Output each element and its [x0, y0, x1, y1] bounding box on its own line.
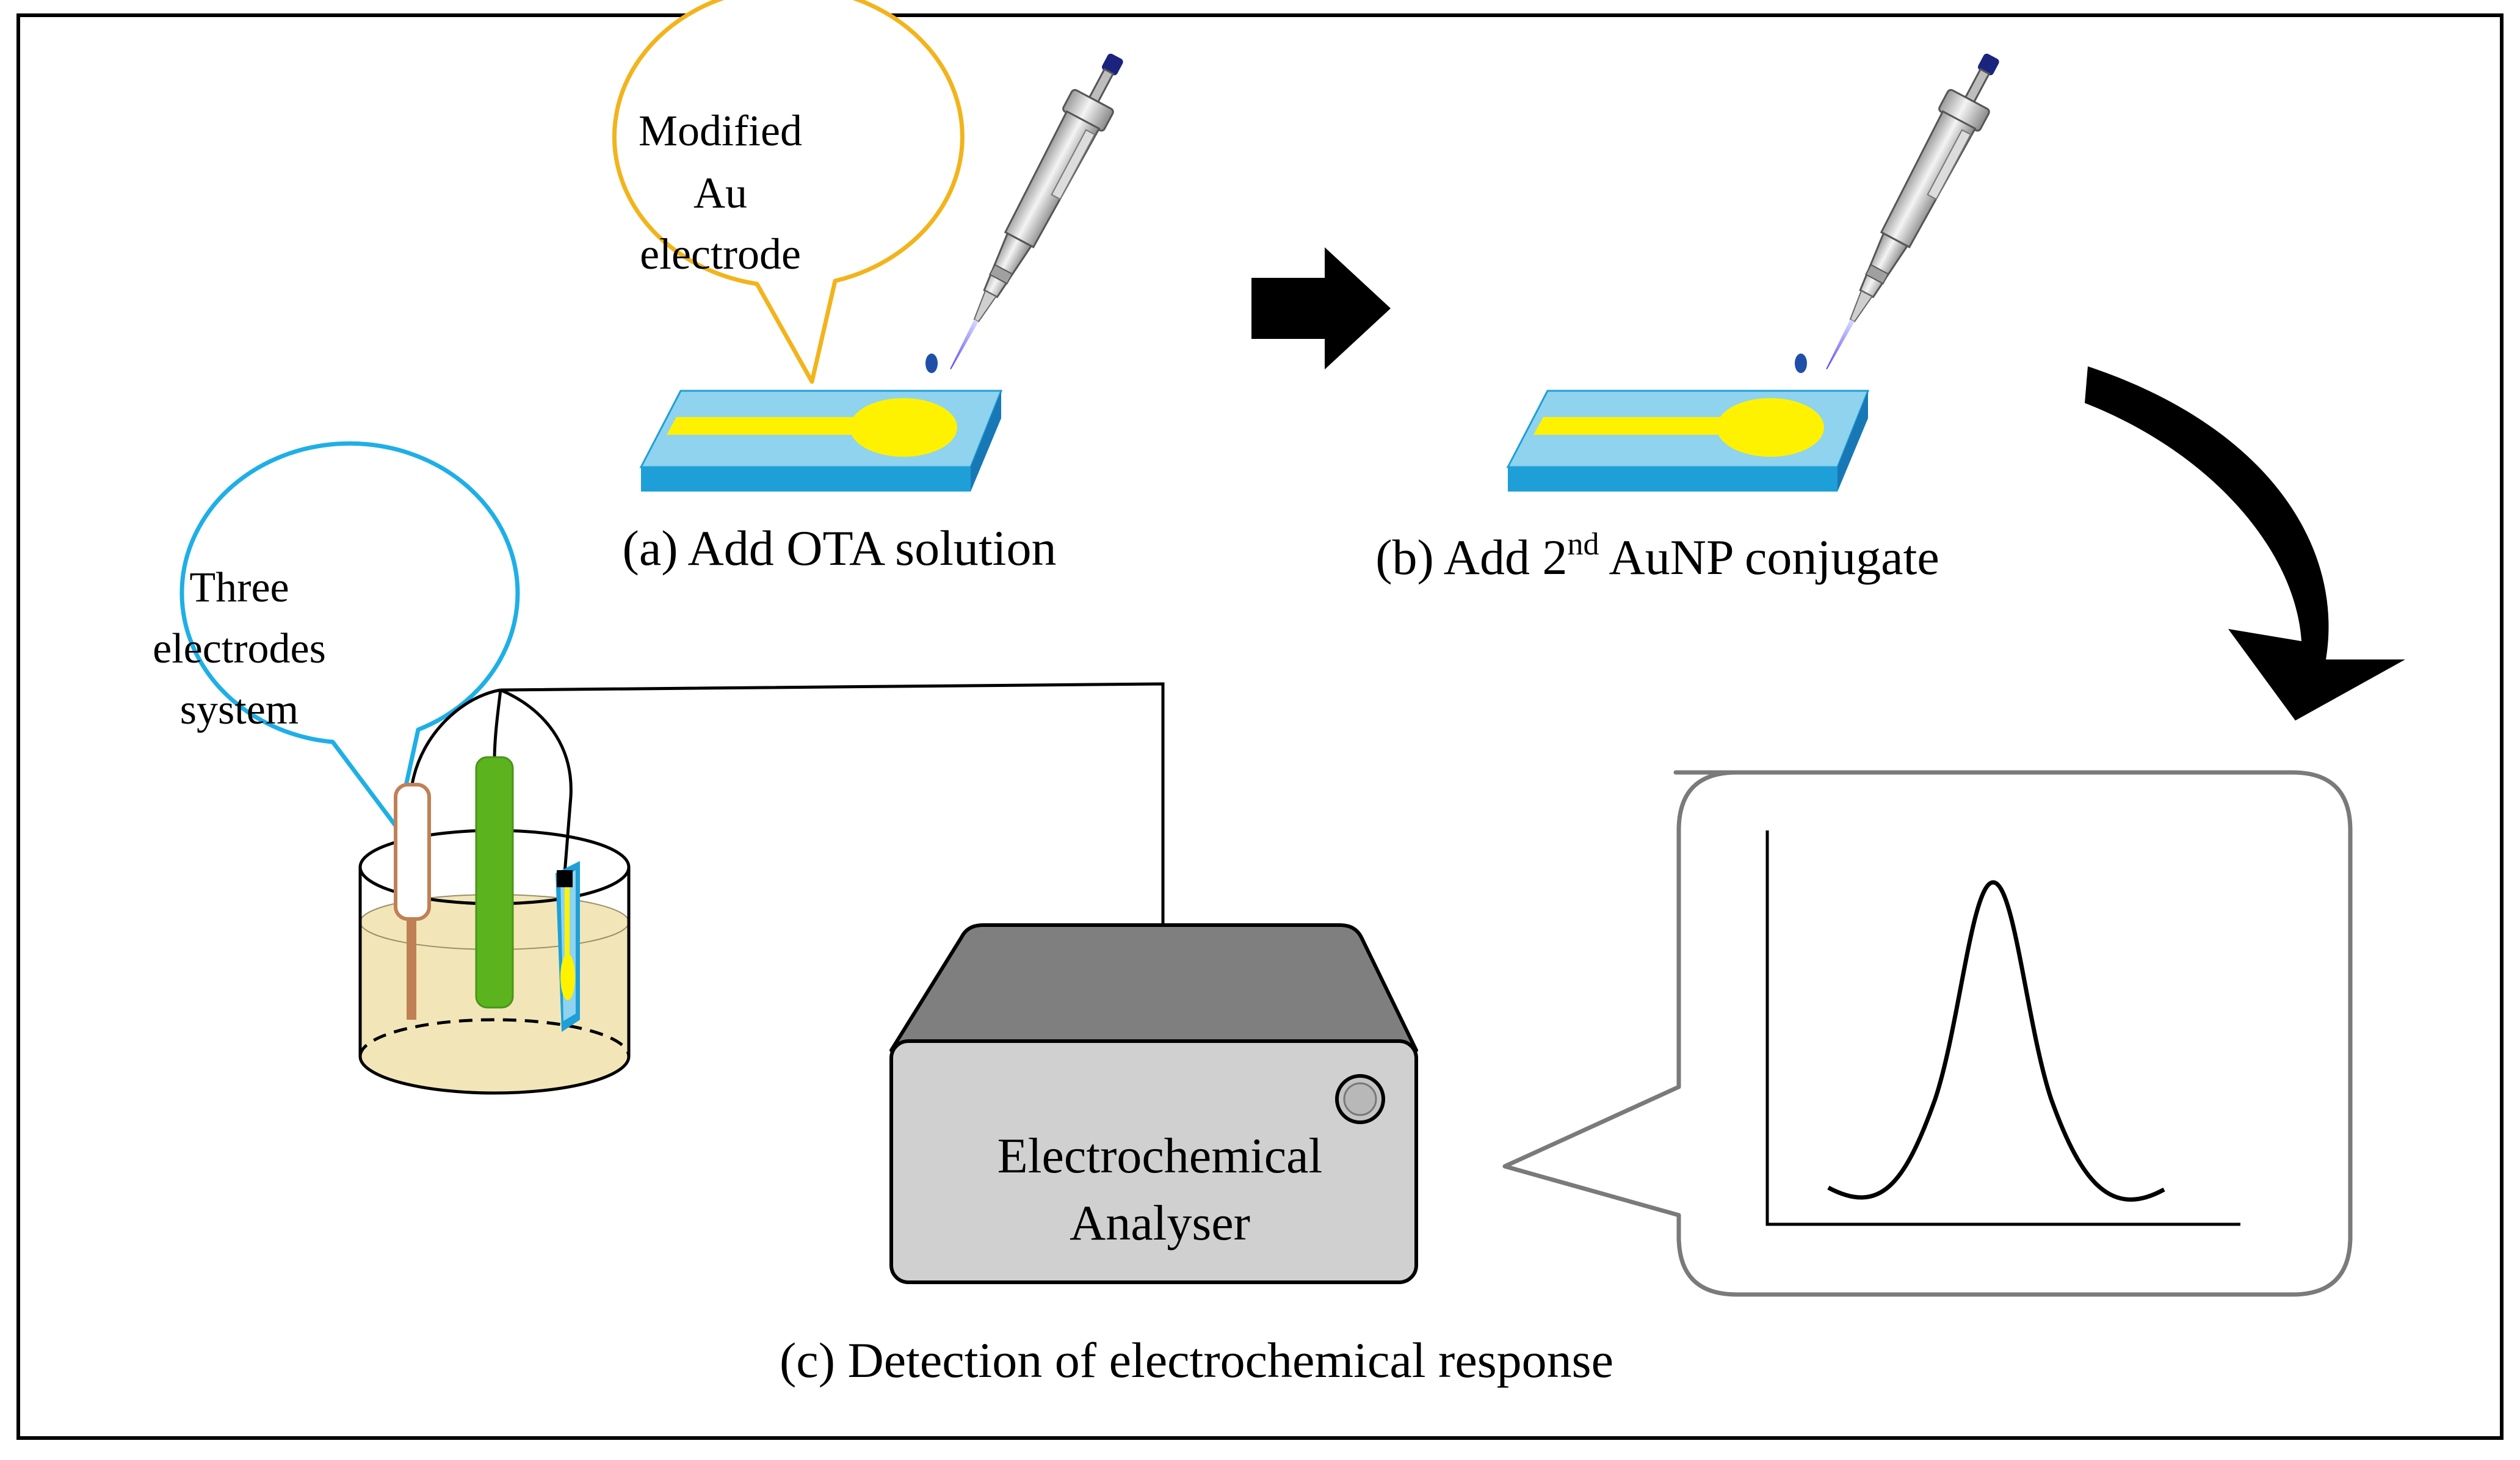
- curved-arrow-icon: [2085, 366, 2405, 721]
- electrochemical-analyser: Electrochemical Analyser: [889, 923, 1418, 1284]
- chip-front-b: [1508, 467, 1838, 492]
- analyser-front: [889, 1039, 1418, 1284]
- chip-side: [971, 391, 1001, 492]
- gold-pad: [850, 398, 957, 457]
- gold-track: [667, 417, 873, 435]
- callout-modified-line2: Au: [693, 169, 747, 217]
- step-c-label: (c) Detection of electrochemical respons…: [780, 1332, 1613, 1388]
- gold-track-b: [1533, 417, 1740, 435]
- droplet-a: [925, 354, 938, 373]
- callout-modified-electrode: [612, 0, 965, 384]
- step-b-group: (b) Add 2nd AuNP conjugate: [1375, 53, 1999, 585]
- pipette-b-icon: [1826, 53, 1999, 369]
- arrow-right-icon: [1251, 247, 1391, 369]
- signal-peak-curve: [1827, 880, 2165, 1202]
- chip-front: [641, 467, 971, 492]
- callout-modified-line3: electrode: [640, 230, 801, 278]
- analyser-label-line1: Electrochemical: [998, 1128, 1323, 1183]
- signal-callout-bubble: [1502, 770, 2353, 1297]
- analyser-label-line2: Analyser: [1070, 1195, 1250, 1251]
- reference-electrode: [394, 783, 431, 921]
- callout-three-line3: system: [180, 686, 299, 733]
- step-a-group: Modified Au electrode (a) Add OTA soluti…: [612, 0, 1123, 576]
- wire-to-analyser: [500, 682, 1165, 928]
- gold-pad-b: [1717, 398, 1824, 457]
- step-b-label: (b) Add 2nd AuNP conjugate: [1375, 527, 1939, 585]
- step-a-label: (a) Add OTA solution: [623, 520, 1057, 576]
- working-electrode: [475, 756, 514, 1009]
- beaker-icon: [358, 682, 1165, 1095]
- callout-modified-line1: Modified: [639, 106, 802, 155]
- callout-three-electrodes: [179, 441, 520, 830]
- wire-counter: [500, 688, 573, 874]
- wire-working: [493, 689, 502, 761]
- analyser-top: [889, 923, 1418, 1052]
- signal-callout: [1502, 770, 2353, 1297]
- au-electrode-chip-a: [639, 390, 1003, 492]
- au-electrode-chip-b: [1506, 390, 1870, 492]
- wire-reference: [410, 688, 501, 785]
- callout-three-line1: Three: [189, 564, 289, 611]
- chip-side-b: [1838, 391, 1868, 492]
- callout-three-line2: electrodes: [153, 625, 326, 672]
- droplet-b: [1795, 354, 1807, 373]
- signal-axes: [1765, 830, 2240, 1226]
- pipette-a-icon: [950, 53, 1123, 369]
